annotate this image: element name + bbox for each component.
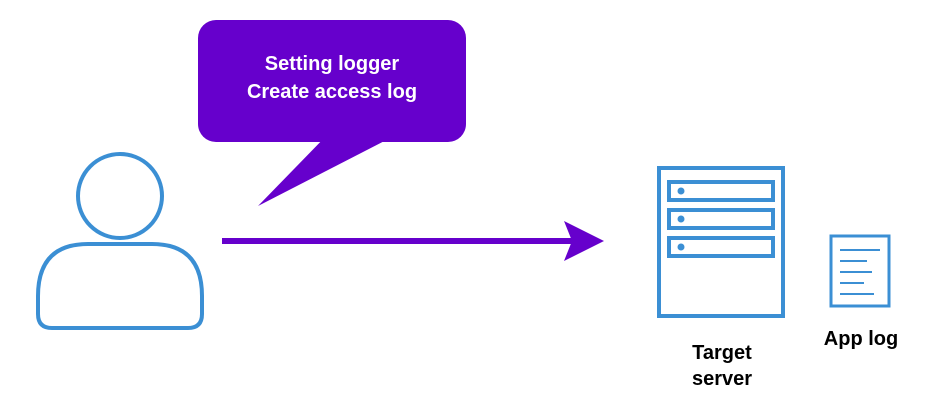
server-label-line1: Target [692,342,752,364]
server-label-line2: server [691,368,753,390]
request-arrow [222,221,604,261]
speech-bubble-text: Setting logger Create access log [198,50,466,106]
arrow-head [564,221,604,261]
speech-bubble-line2: Create access log [246,81,418,103]
app-log-label: App log [823,328,899,350]
user-body [36,242,204,330]
server-label: Target server [662,340,782,392]
speech-bubble [198,20,466,206]
server-slot [667,180,775,202]
server-led [677,187,685,195]
server-icon [657,166,785,318]
server-slot [667,208,775,230]
server-leds [677,187,685,251]
server-slot [667,236,775,258]
server-led [677,215,685,223]
user-head [76,152,164,240]
document-lines [840,249,880,295]
document-icon [829,234,891,308]
speech-bubble-tail [258,132,402,206]
speech-bubble-line1: Setting logger [264,53,400,75]
server-led [677,243,685,251]
speech-bubble-body [198,20,466,142]
user-icon [36,152,204,330]
